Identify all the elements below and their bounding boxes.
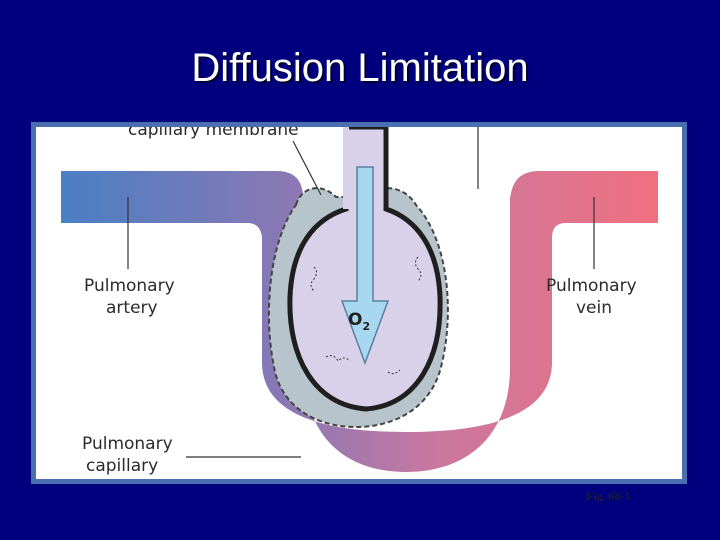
diagram-figure: O2 capillary membrane Pulmonary artery P… [31, 122, 687, 484]
capillary-label-line2: capillary [86, 456, 158, 476]
vein-label-line2: vein [576, 298, 612, 318]
alveolar-texture [310, 266, 317, 292]
artery-label-line1: Pulmonary [84, 276, 175, 296]
o2-label: O2 [348, 310, 370, 333]
figure-caption: Fig. 68-5 [586, 489, 631, 503]
vein-label-line1: Pulmonary [546, 276, 637, 296]
membrane-leader-line [292, 140, 322, 196]
diffusion-diagram: O2 capillary membrane Pulmonary artery P… [36, 127, 682, 479]
artery-label-line2: artery [106, 298, 158, 318]
alveolar-texture [325, 355, 351, 362]
capillary-label-line1: Pulmonary [82, 434, 173, 454]
blood-vessel [61, 171, 658, 472]
alveolar-texture [387, 369, 401, 375]
alveolar-texture [415, 256, 422, 282]
oxygen-diffusion-arrow [340, 166, 390, 366]
membrane-label: capillary membrane [128, 127, 299, 140]
slide-title: Diffusion Limitation [191, 46, 529, 90]
